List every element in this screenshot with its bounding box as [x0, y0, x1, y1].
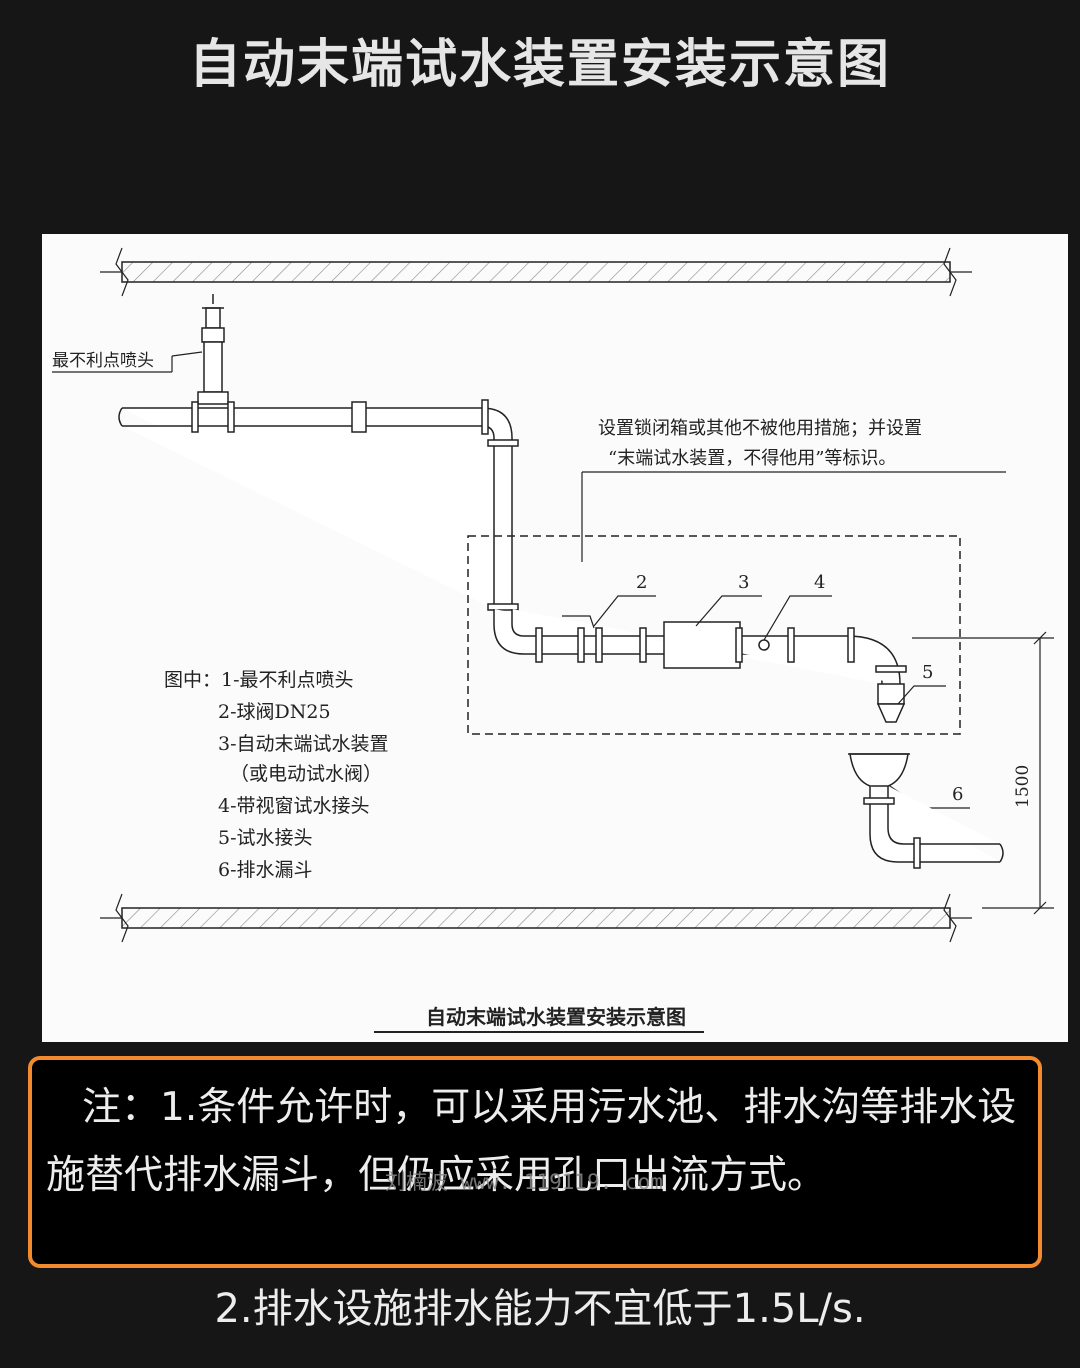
dimension-label: 1500 [1013, 765, 1033, 808]
sprinkler-head-icon [197, 294, 229, 405]
callout-2: 2 [636, 572, 647, 593]
test-pipe [493, 609, 907, 723]
note-highlight-box: 注：1.条件允许时，可以采用污水池、排水沟等排水设施替代排水漏斗，但仍应采用孔口… [28, 1056, 1042, 1268]
supply-pipe [118, 399, 519, 611]
note-2: 2.排水设施排水能力不宜低于1.5L/s. [214, 1286, 866, 1332]
sprinkler-label: 最不利点喷头 [52, 351, 154, 371]
legend-line: （或电动试水阀） [230, 763, 382, 785]
callout-4: 4 [814, 572, 825, 593]
callout-3: 3 [738, 572, 749, 593]
installation-diagram: 最不利点喷头 设置锁闭箱或其他不被他用措施；并设置 “末端试水装置，不得他用”等… [42, 234, 1068, 1042]
legend-line: 2-球阀DN25 [218, 701, 331, 723]
legend-line: 5-试水接头 [218, 827, 313, 849]
drain-funnel-icon [848, 753, 1004, 869]
legend-line: 3-自动末端试水装置 [218, 733, 389, 755]
legend-line: 图中：1-最不利点喷头 [164, 669, 354, 691]
lock-box-outline [467, 535, 961, 735]
dimension-line [912, 631, 1054, 915]
lock-note-line1: 设置锁闭箱或其他不被他用措施；并设置 [598, 418, 922, 439]
legend-line: 4-带视窗试水接头 [218, 795, 370, 817]
legend-line: 6-排水漏斗 [218, 859, 313, 881]
note-1: 注：1.条件允许时，可以采用污水池、排水沟等排水设施替代排水漏斗，但仍应采用孔口… [46, 1085, 1017, 1198]
floor-slab [100, 893, 972, 943]
callout-6: 6 [952, 784, 963, 805]
page-title: 自动末端试水装置安装示意图 [188, 35, 891, 95]
ceiling-slab [100, 247, 972, 297]
legend: 图中：1-最不利点喷头 2-球阀DN25 3-自动末端试水装置 （或电动试水阀）… [164, 669, 389, 881]
diagram-caption: 自动末端试水装置安装示意图 [426, 1005, 686, 1029]
watermark: 刘楠波 www. 119119. com [385, 1170, 663, 1194]
callout-5: 5 [922, 662, 933, 683]
lock-note-line2: “末端试水装置，不得他用”等标识。 [608, 448, 896, 469]
